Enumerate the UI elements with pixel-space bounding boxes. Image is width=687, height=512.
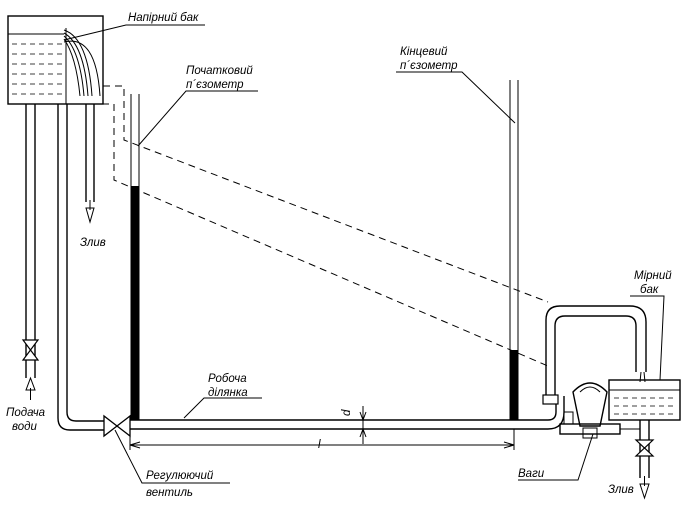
feed-pipe <box>57 104 104 431</box>
initial-piezometer-label-2: п´єзометр <box>186 79 244 91</box>
overflow-drain-pipe <box>85 104 95 224</box>
outlet-pipe <box>542 305 647 405</box>
measuring-tank <box>608 379 681 500</box>
initial-piezometer-label: Початковий <box>186 65 253 77</box>
water-supply-pipe <box>21 104 40 400</box>
water-supply-label: Подача <box>6 407 45 419</box>
control-valve-label: Регулюючий <box>146 470 214 482</box>
control-valve <box>103 414 131 438</box>
final-piezometer <box>509 80 519 420</box>
leader-lines <box>63 24 665 484</box>
drain-right-arrow-icon <box>639 483 650 500</box>
drain-left-label: Злив <box>80 237 106 249</box>
length-label: l <box>318 439 321 451</box>
working-section-label: Робоча <box>208 373 247 385</box>
header-tank <box>7 15 104 105</box>
tank-drain-valve-icon <box>634 439 655 449</box>
measuring-tank-label: Мірний <box>634 270 672 282</box>
dimension-length <box>129 429 515 450</box>
header-tank-label: Напірний бак <box>128 12 199 24</box>
scales <box>559 382 640 439</box>
water-supply-label-2: води <box>12 421 38 433</box>
drain-left-arrow-icon <box>85 207 95 224</box>
diameter-label: d <box>341 409 353 416</box>
piezometric-lines <box>66 85 549 367</box>
final-piezometer-label: Кінцевий <box>400 46 448 58</box>
measuring-tank-label-2: бак <box>640 284 659 296</box>
dimension-diameter <box>359 406 367 444</box>
supply-valve-icon <box>21 339 40 351</box>
control-valve-label-2: вентиль <box>146 487 193 499</box>
drain-right-label: Злив <box>608 484 634 496</box>
working-section-label-2: ділянка <box>208 387 248 399</box>
final-piezometer-label-2: п´єзометр <box>400 60 458 72</box>
initial-piezometer <box>130 94 140 420</box>
scales-label: Ваги <box>518 468 545 480</box>
